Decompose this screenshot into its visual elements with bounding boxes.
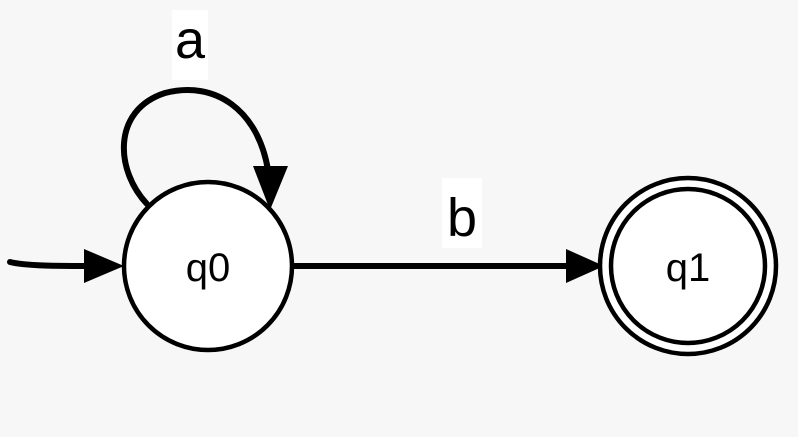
self-loop-arrowhead — [253, 166, 288, 210]
initial-arrow — [7, 249, 124, 283]
self-loop-label-bg — [172, 10, 208, 80]
transition-q0-q0: a — [120, 10, 288, 210]
transition-label-b: b — [447, 188, 477, 248]
transition-q0-q1-arrowhead — [566, 249, 604, 283]
state-q0: q0 — [121, 179, 295, 353]
transition-b-label-bg — [442, 178, 482, 248]
state-q1: q1 — [597, 175, 779, 357]
state-q0-label: q0 — [186, 246, 231, 290]
initial-arrow-line — [7, 259, 91, 269]
transition-label-a: a — [175, 10, 206, 70]
initial-arrowhead — [84, 249, 124, 283]
state-q0-circle — [121, 179, 295, 353]
self-loop-line — [120, 87, 271, 207]
state-q1-label: q1 — [666, 246, 711, 290]
state-q1-inner-circle — [608, 186, 768, 346]
transition-q0-q1: b — [289, 178, 604, 283]
